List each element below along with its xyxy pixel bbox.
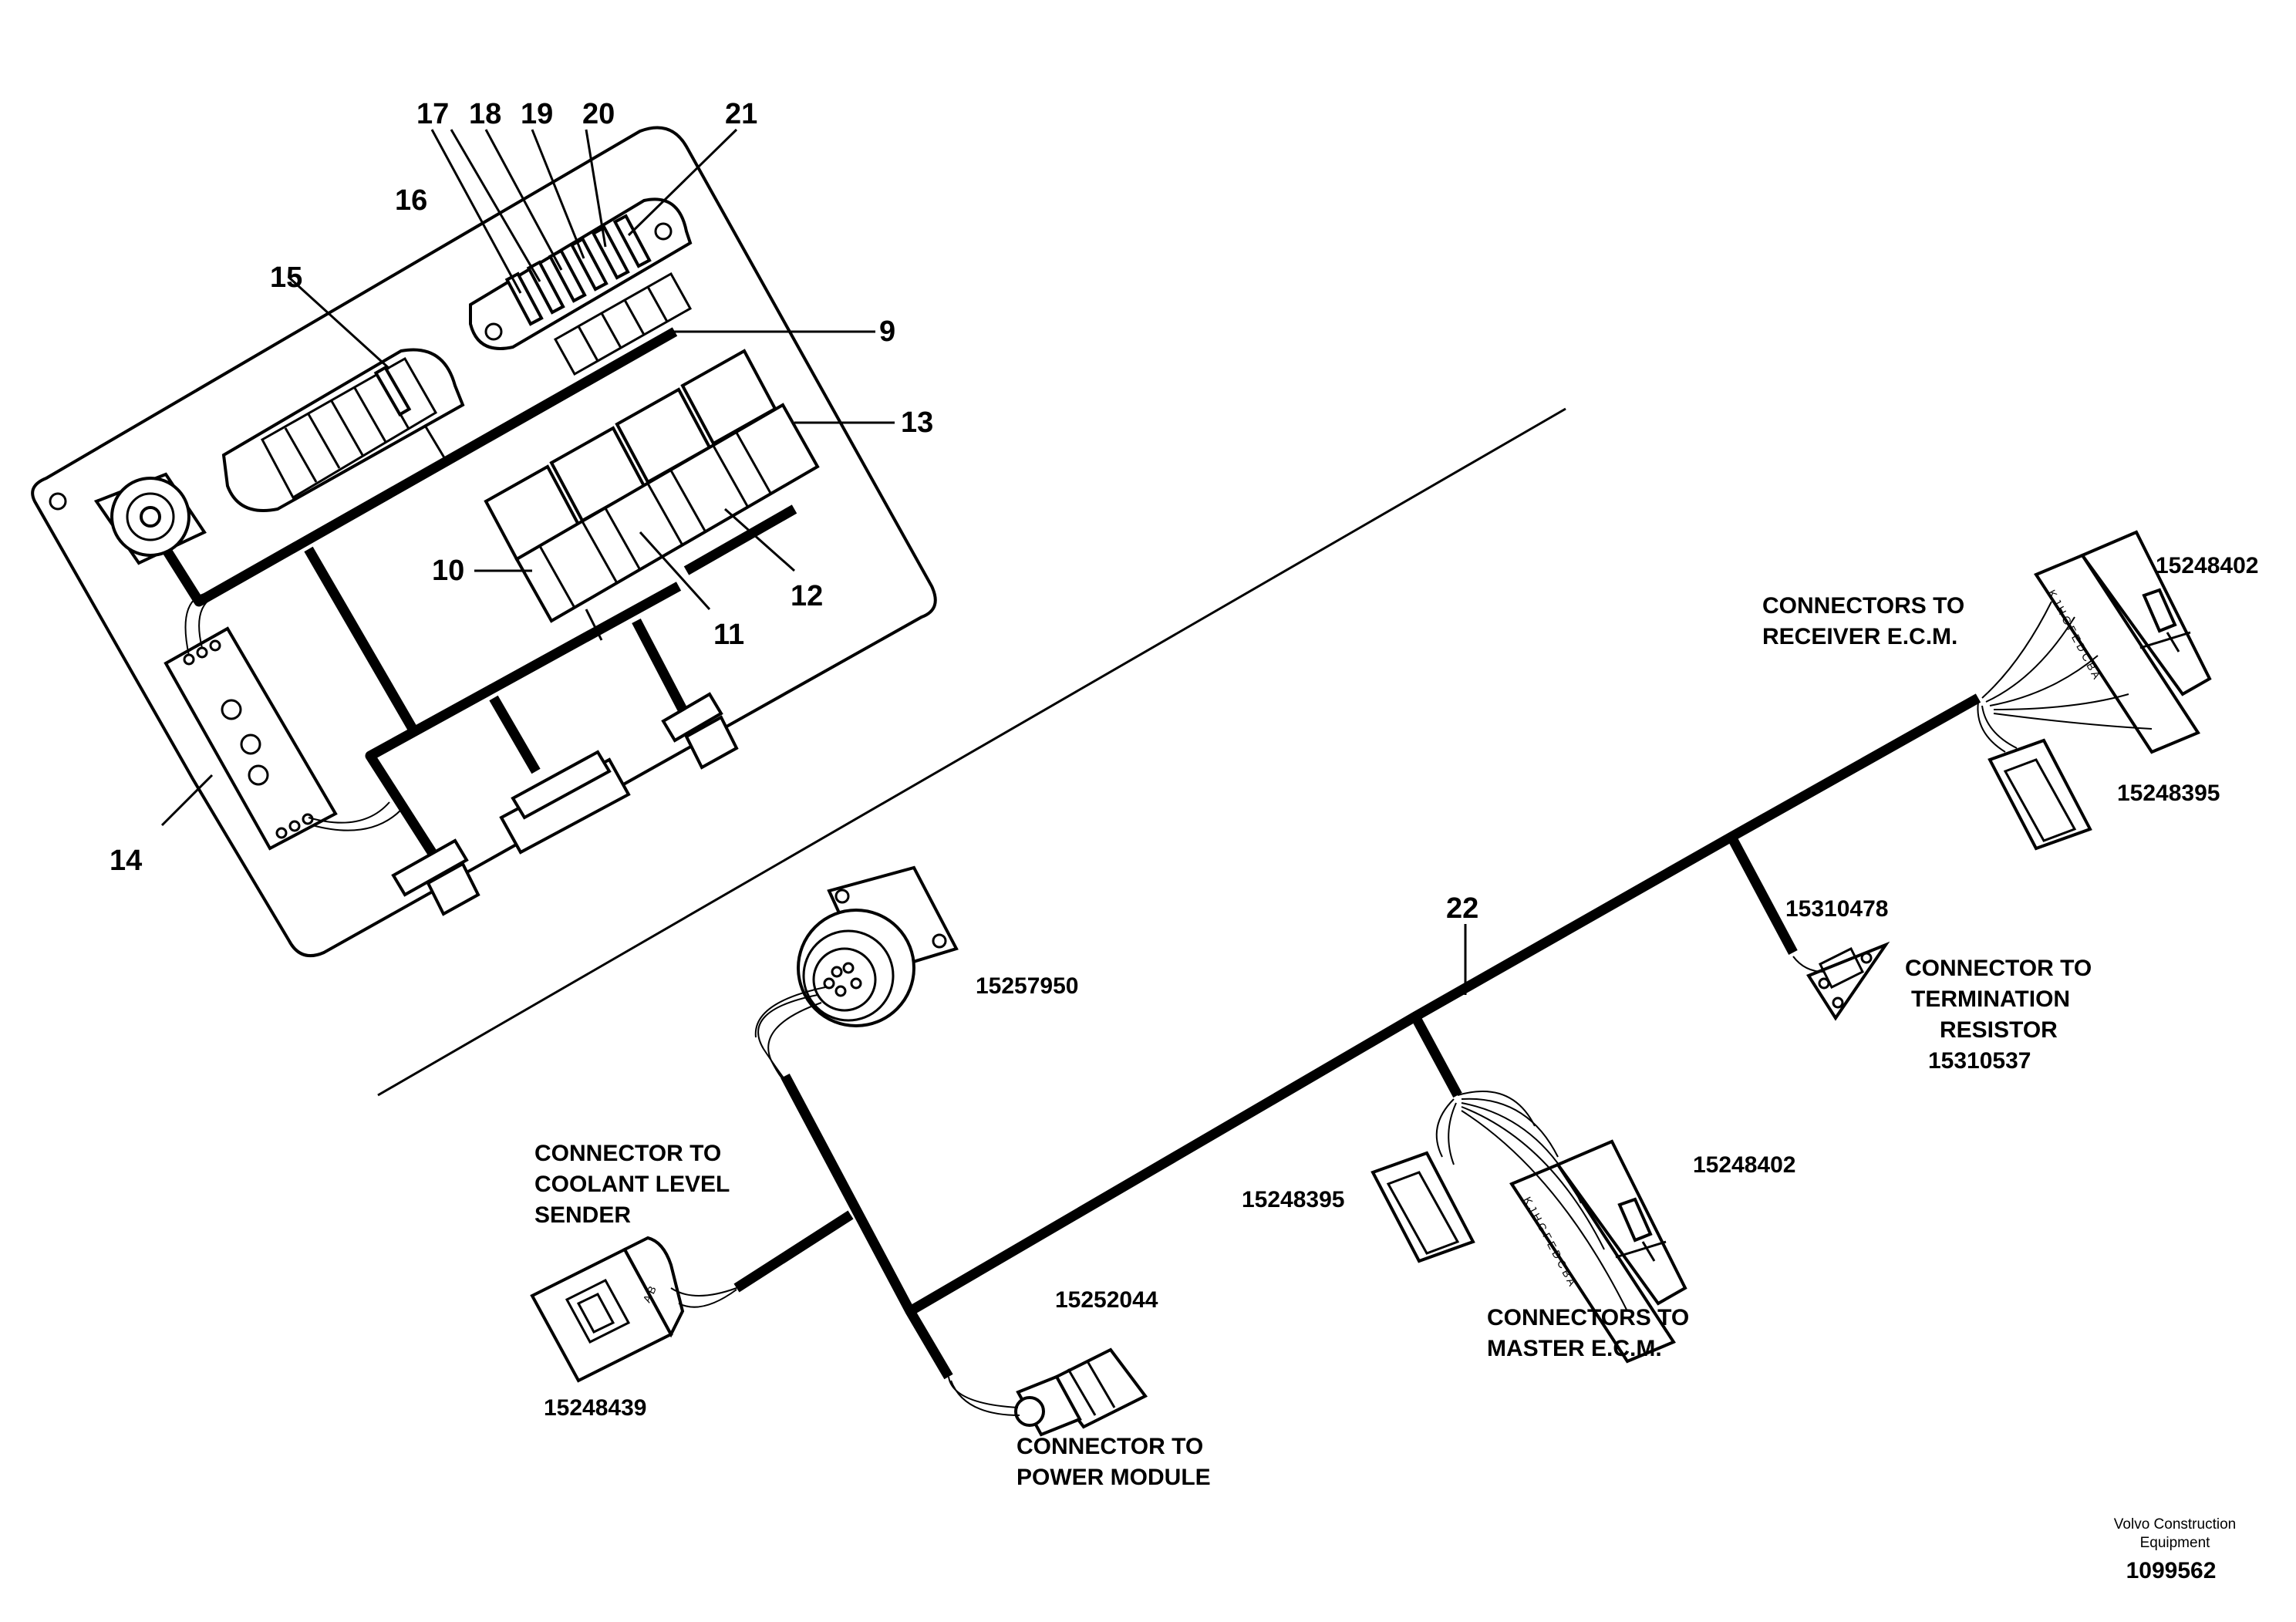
upper-leaders	[160, 128, 895, 827]
power-module-part: 15252044	[1055, 1287, 1158, 1313]
harness-master-branch	[1411, 1013, 1462, 1098]
callout-22: 22	[1446, 892, 1478, 925]
callout-16: 16	[395, 184, 427, 217]
panel-harness-drop-1	[304, 546, 417, 732]
panel-harness-relay-bus	[683, 504, 797, 575]
panel-inner-line-1	[423, 423, 449, 464]
master-ecm-connector-3pin	[1371, 1098, 1475, 1263]
rotary-switch	[93, 472, 207, 565]
panel-harness-lower	[365, 582, 682, 855]
main-round-part: 15257950	[976, 973, 1078, 999]
fuse-block	[221, 348, 465, 512]
receiver-ecm-part-a: 15248402	[2156, 553, 2258, 578]
lower-harness	[733, 693, 1981, 1380]
callout-19: 19	[521, 98, 553, 130]
main-round-connector	[754, 865, 959, 1084]
coolant-sender-connector	[530, 1236, 737, 1383]
callout-12: 12	[791, 580, 823, 612]
relay-bank	[484, 349, 820, 623]
termination-lead-part: 15310478	[1785, 896, 1888, 922]
receiver-ecm-part-b: 15248395	[2117, 781, 2220, 806]
fuse-holder-upper	[469, 197, 693, 376]
bulkhead-connector-left	[391, 838, 480, 916]
harness-trunk	[907, 693, 1981, 1316]
harness-coolant-branch	[733, 1210, 854, 1293]
controller-module	[164, 593, 402, 851]
panel-harness-drop-3	[632, 618, 687, 713]
callout-15: 15	[270, 261, 302, 294]
master-ecm-label-2: MASTER E.C.M.	[1487, 1336, 1662, 1361]
coolant-label-3: SENDER	[534, 1202, 631, 1228]
master-ecm-part-a: 15248402	[1693, 1152, 1795, 1178]
coolant-label-1: CONNECTOR TO	[534, 1141, 721, 1166]
termination-label-1: CONNECTOR TO	[1905, 956, 2092, 981]
callout-10: 10	[432, 555, 464, 587]
bulkhead-connector-center	[499, 750, 631, 855]
coolant-label-2: COOLANT LEVEL	[534, 1172, 730, 1197]
receiver-ecm-label-1: CONNECTORS TO	[1762, 593, 1964, 619]
callout-14: 14	[110, 845, 142, 877]
company-name-line1: Volvo Construction	[2114, 1516, 2236, 1533]
power-module-connector	[948, 1347, 1148, 1437]
master-ecm-part-b: 15248395	[1242, 1187, 1344, 1212]
receiver-ecm-label-2: RECEIVER E.C.M.	[1762, 624, 1957, 649]
electrical-panel	[31, 126, 937, 957]
termination-resistor-connector	[1792, 941, 1890, 1021]
company-name-line2: Equipment	[2140, 1535, 2211, 1551]
master-ecm-connector-10pin	[1457, 1091, 1687, 1364]
harness-left-branch	[781, 1073, 953, 1380]
termination-label-2: TERMINATION	[1911, 986, 2070, 1012]
power-module-label-2: POWER MODULE	[1017, 1465, 1211, 1490]
drawing-number: 1099562	[2126, 1558, 2217, 1583]
panel-harness-drop-2	[489, 695, 541, 774]
panel-inner-line-2	[585, 609, 603, 641]
power-module-label-1: CONNECTOR TO	[1017, 1434, 1203, 1459]
callout-18: 18	[469, 98, 501, 130]
receiver-ecm-connector-10pin	[1981, 530, 2212, 754]
termination-part: 15310537	[1928, 1048, 2031, 1074]
coolant-part: 15248439	[544, 1395, 646, 1421]
separator-line	[377, 407, 1566, 1097]
callout-21: 21	[725, 98, 757, 130]
bulkhead-connector-right	[661, 692, 739, 770]
callout-11: 11	[713, 619, 744, 651]
harness-termination-branch	[1727, 834, 1798, 956]
callout-9: 9	[879, 315, 895, 348]
master-ecm-label-1: CONNECTORS TO	[1487, 1305, 1689, 1330]
callout-17: 17	[416, 98, 449, 130]
panel-plate	[31, 126, 937, 957]
callout-20: 20	[582, 98, 615, 130]
receiver-ecm-connector-3pin	[1977, 701, 2092, 851]
termination-label-3: RESISTOR	[1940, 1017, 2058, 1043]
panel-mount-hole	[49, 492, 67, 511]
callout-13: 13	[901, 406, 933, 439]
